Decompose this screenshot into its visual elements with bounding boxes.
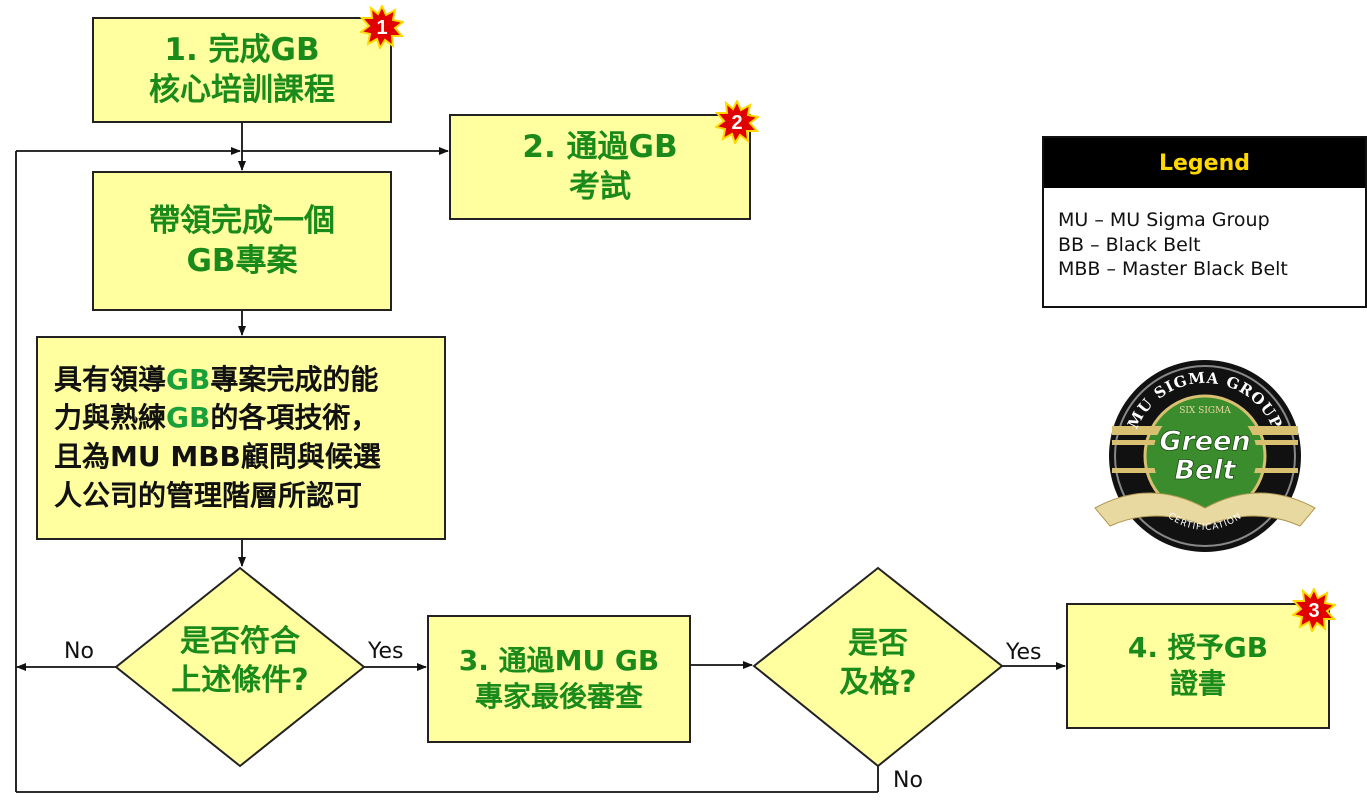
step-2-line1: 2. 通過GB xyxy=(522,128,678,165)
step-3-box: 3. 通過MU GB 專家最後審查 xyxy=(427,615,691,743)
starburst-badge-1: 1 xyxy=(360,5,404,49)
badge-2-number: 2 xyxy=(731,112,742,134)
seal-belt-text: Belt xyxy=(1174,455,1236,486)
green-belt-seal-logo: MU SIGMA GROUP SIX SIGMA Green Belt CERT… xyxy=(1094,360,1316,552)
criteria-line-3: 且為MU MBB顧問與候選 xyxy=(54,440,381,473)
decision-1-text: 是否符合 上述條件? xyxy=(140,622,340,700)
decision-1-line2: 上述條件? xyxy=(171,663,309,698)
badge-3-number: 3 xyxy=(1308,600,1319,622)
project-line1: 帶領完成一個 xyxy=(149,202,335,239)
step-3-line1: 3. 通過MU GB xyxy=(458,643,660,677)
decision-2-line2: 及格? xyxy=(839,665,917,700)
step-1-line2: 核心培訓課程 xyxy=(149,72,335,108)
step-2-line2: 考試 xyxy=(569,169,631,205)
step-4-line1: 4. 授予GB xyxy=(1127,630,1269,664)
criteria-line-2: 力與熟練GB的各項技術， xyxy=(54,399,428,438)
legend-title: Legend xyxy=(1044,138,1365,188)
starburst-badge-2: 2 xyxy=(715,100,759,144)
criteria-text: 的各項技術， xyxy=(210,401,379,435)
no-label-2: No xyxy=(893,768,923,793)
yes-label-1: Yes xyxy=(368,639,404,664)
legend-item: MBB – Master Black Belt xyxy=(1058,258,1288,281)
step-4-line2: 證書 xyxy=(1169,667,1226,700)
criteria-line-4: 人公司的管理階層所認可 xyxy=(54,478,363,512)
criteria-text: 專案完成的能 xyxy=(210,362,379,396)
step-4-box: 4. 授予GB 證書 xyxy=(1066,603,1330,729)
decision-1-diamond xyxy=(114,566,366,768)
seal-green-text: Green xyxy=(1159,426,1250,457)
decision-2-line1: 是否 xyxy=(848,626,908,661)
step-1-box: 1. 完成GB 核心培訓課程 xyxy=(92,17,392,123)
criteria-gb-highlight: GB xyxy=(166,362,211,396)
legend-item: MU – MU Sigma Group xyxy=(1058,209,1270,231)
project-line2: GB專案 xyxy=(186,243,298,279)
criteria-text: 具有領導 xyxy=(54,362,167,396)
yes-label-2: Yes xyxy=(1006,640,1042,665)
badge-1-number: 1 xyxy=(376,17,387,39)
step-3-line2: 專家最後審查 xyxy=(474,680,643,713)
starburst-badge-3: 3 xyxy=(1292,588,1336,632)
project-box: 帶領完成一個 GB專案 xyxy=(92,171,392,311)
legend-box: Legend MU – MU Sigma Group BB – Black Be… xyxy=(1042,136,1367,308)
decision-2-diamond xyxy=(752,566,1004,768)
no-label-1: No xyxy=(64,639,94,664)
step-1-line1: 1. 完成GB xyxy=(164,31,320,68)
legend-items: MU – MU Sigma Group BB – Black Belt MBB … xyxy=(1044,188,1365,282)
legend-item: BB – Black Belt xyxy=(1058,233,1201,256)
decision-1-line1: 是否符合 xyxy=(180,624,300,659)
criteria-gb-highlight: GB xyxy=(166,401,211,435)
criteria-text: 力與熟練 xyxy=(54,401,167,435)
seal-sub-text: SIX SIGMA xyxy=(1179,406,1231,416)
step-2-box: 2. 通過GB 考試 xyxy=(449,114,751,220)
criteria-line-1: 具有領導GB專案完成的能 xyxy=(54,361,428,400)
decision-2-text: 是否 及格? xyxy=(778,624,978,702)
criteria-box: 具有領導GB專案完成的能 力與熟練GB的各項技術， 且為MU MBB顧問與候選 … xyxy=(36,336,446,540)
